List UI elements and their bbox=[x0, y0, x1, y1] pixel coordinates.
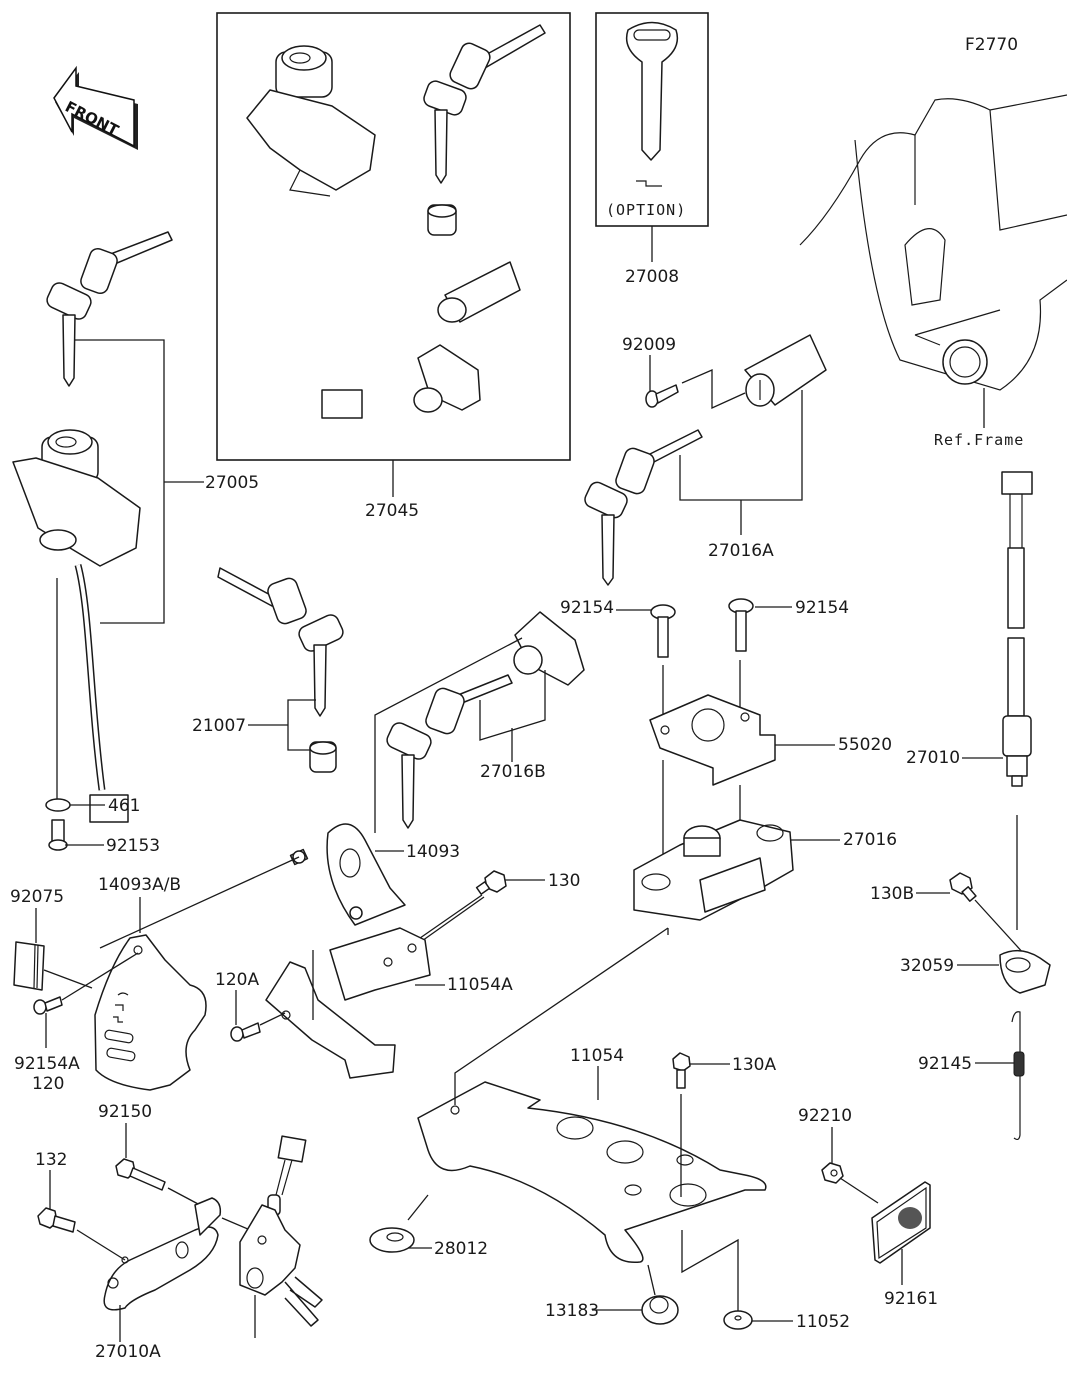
label-461: 461 bbox=[108, 796, 140, 816]
label-13183: 11052 bbox=[796, 1312, 850, 1332]
bolt-92154-left-icon bbox=[650, 604, 676, 658]
bolt-130A-icon bbox=[672, 1052, 691, 1089]
key-27016A-icon bbox=[584, 429, 703, 586]
label-92009: 92009 bbox=[622, 335, 676, 355]
bolt-130-icon bbox=[475, 870, 507, 895]
label-120: 120 bbox=[32, 1074, 64, 1094]
washer-13183-icon bbox=[723, 1310, 753, 1330]
pad-92075-icon bbox=[13, 941, 45, 991]
ignition-switch-27005-icon bbox=[12, 429, 141, 823]
bracket-11054-icon bbox=[417, 1081, 767, 1263]
kit-27045-box bbox=[216, 12, 571, 461]
label-92145: 92145 bbox=[918, 1054, 972, 1074]
label-92150: 92150 bbox=[98, 1102, 152, 1122]
plate-55020-icon bbox=[649, 694, 776, 786]
nut-92210-icon bbox=[821, 1162, 844, 1184]
cushion-13183A-icon bbox=[369, 1227, 415, 1253]
lock-27016A-icon bbox=[744, 334, 827, 407]
label-11054: 11054 bbox=[570, 1046, 624, 1066]
damper-92161-icon bbox=[641, 1295, 679, 1325]
lock-base-27016-icon bbox=[633, 819, 794, 921]
label-92161: 13183 bbox=[545, 1301, 599, 1321]
cover-14093AB-icon bbox=[94, 934, 207, 1091]
label-92154A: 92154A bbox=[14, 1054, 80, 1074]
bolt-92150-icon bbox=[115, 1158, 166, 1191]
blank-key-icon bbox=[625, 21, 679, 187]
label-130B: 130B bbox=[870, 884, 914, 904]
label-120A: 120A bbox=[215, 970, 259, 990]
label-32059: 32059 bbox=[900, 956, 954, 976]
switch-27010A-icon bbox=[239, 1135, 323, 1327]
front-arrow-icon: FRONT bbox=[53, 65, 138, 150]
label-132: 132 bbox=[35, 1150, 67, 1170]
bolt-130B-icon bbox=[949, 872, 977, 902]
label-92154-right: 92154 bbox=[795, 598, 849, 618]
label-ref-frame: Ref.Frame bbox=[934, 431, 1024, 449]
label-27045: 27045 bbox=[365, 501, 419, 521]
key-27005-icon bbox=[46, 231, 173, 387]
bolt-92154A-icon bbox=[33, 996, 63, 1015]
label-130: 130 bbox=[548, 871, 580, 891]
option-label: (OPTION) bbox=[606, 201, 686, 219]
label-21007: 21007 bbox=[192, 716, 246, 736]
label-14093: 14093 bbox=[406, 842, 460, 862]
label-92154-left: 92154 bbox=[560, 598, 614, 618]
label-92210: 92210 bbox=[798, 1106, 852, 1126]
figure-code: F2770 bbox=[965, 35, 1018, 55]
frame-reference-icon bbox=[799, 94, 1067, 391]
label-27016: 27016 bbox=[843, 830, 897, 850]
label-13183A: 28012 bbox=[434, 1239, 488, 1259]
bracket-11054A-icon bbox=[265, 927, 431, 1079]
ignition-switch-icon bbox=[246, 45, 376, 419]
label-11052: 27010A bbox=[95, 1342, 161, 1362]
helmet-lock-icon bbox=[413, 344, 481, 413]
label-130A: 130A bbox=[732, 1055, 776, 1075]
screw-92009-icon bbox=[645, 384, 679, 408]
key-21007-icon bbox=[217, 567, 344, 717]
label-28012: 92161 bbox=[884, 1289, 938, 1309]
label-55020: 55020 bbox=[838, 735, 892, 755]
label-27016B: 27016B bbox=[480, 762, 546, 782]
bracket-11052-icon bbox=[103, 1197, 222, 1311]
label-14093AB: 14093A/B bbox=[98, 875, 181, 895]
label-27008: 27008 bbox=[625, 267, 679, 287]
key-27016B-icon bbox=[386, 674, 513, 829]
label-27016A: 27016A bbox=[708, 541, 774, 561]
label-11054A: 11054A bbox=[447, 975, 513, 995]
label-27005: 27005 bbox=[205, 473, 259, 493]
bolt-92154-right-icon bbox=[728, 598, 754, 652]
lock-cylinder-icon bbox=[427, 204, 457, 236]
spring-92145-icon bbox=[1011, 1011, 1025, 1141]
cylinder-21007-icon bbox=[309, 741, 337, 773]
reflector-28012-icon bbox=[871, 1181, 931, 1264]
washer-461-icon bbox=[45, 798, 71, 812]
label-27010: 27010 bbox=[906, 748, 960, 768]
bracket-14093-icon bbox=[289, 823, 406, 926]
brake-switch-27010-icon bbox=[1001, 471, 1033, 787]
label-92153: 92153 bbox=[106, 836, 160, 856]
seat-lock-icon bbox=[437, 261, 521, 323]
bolt-132-icon bbox=[37, 1207, 76, 1233]
bolt-120A-icon bbox=[230, 1022, 261, 1042]
key-pair-icon bbox=[423, 24, 546, 184]
label-92075: 92075 bbox=[10, 887, 64, 907]
lock-27016B-icon bbox=[513, 611, 585, 686]
bolt-92153-icon bbox=[48, 819, 68, 851]
clamp-32059-icon bbox=[999, 949, 1051, 994]
